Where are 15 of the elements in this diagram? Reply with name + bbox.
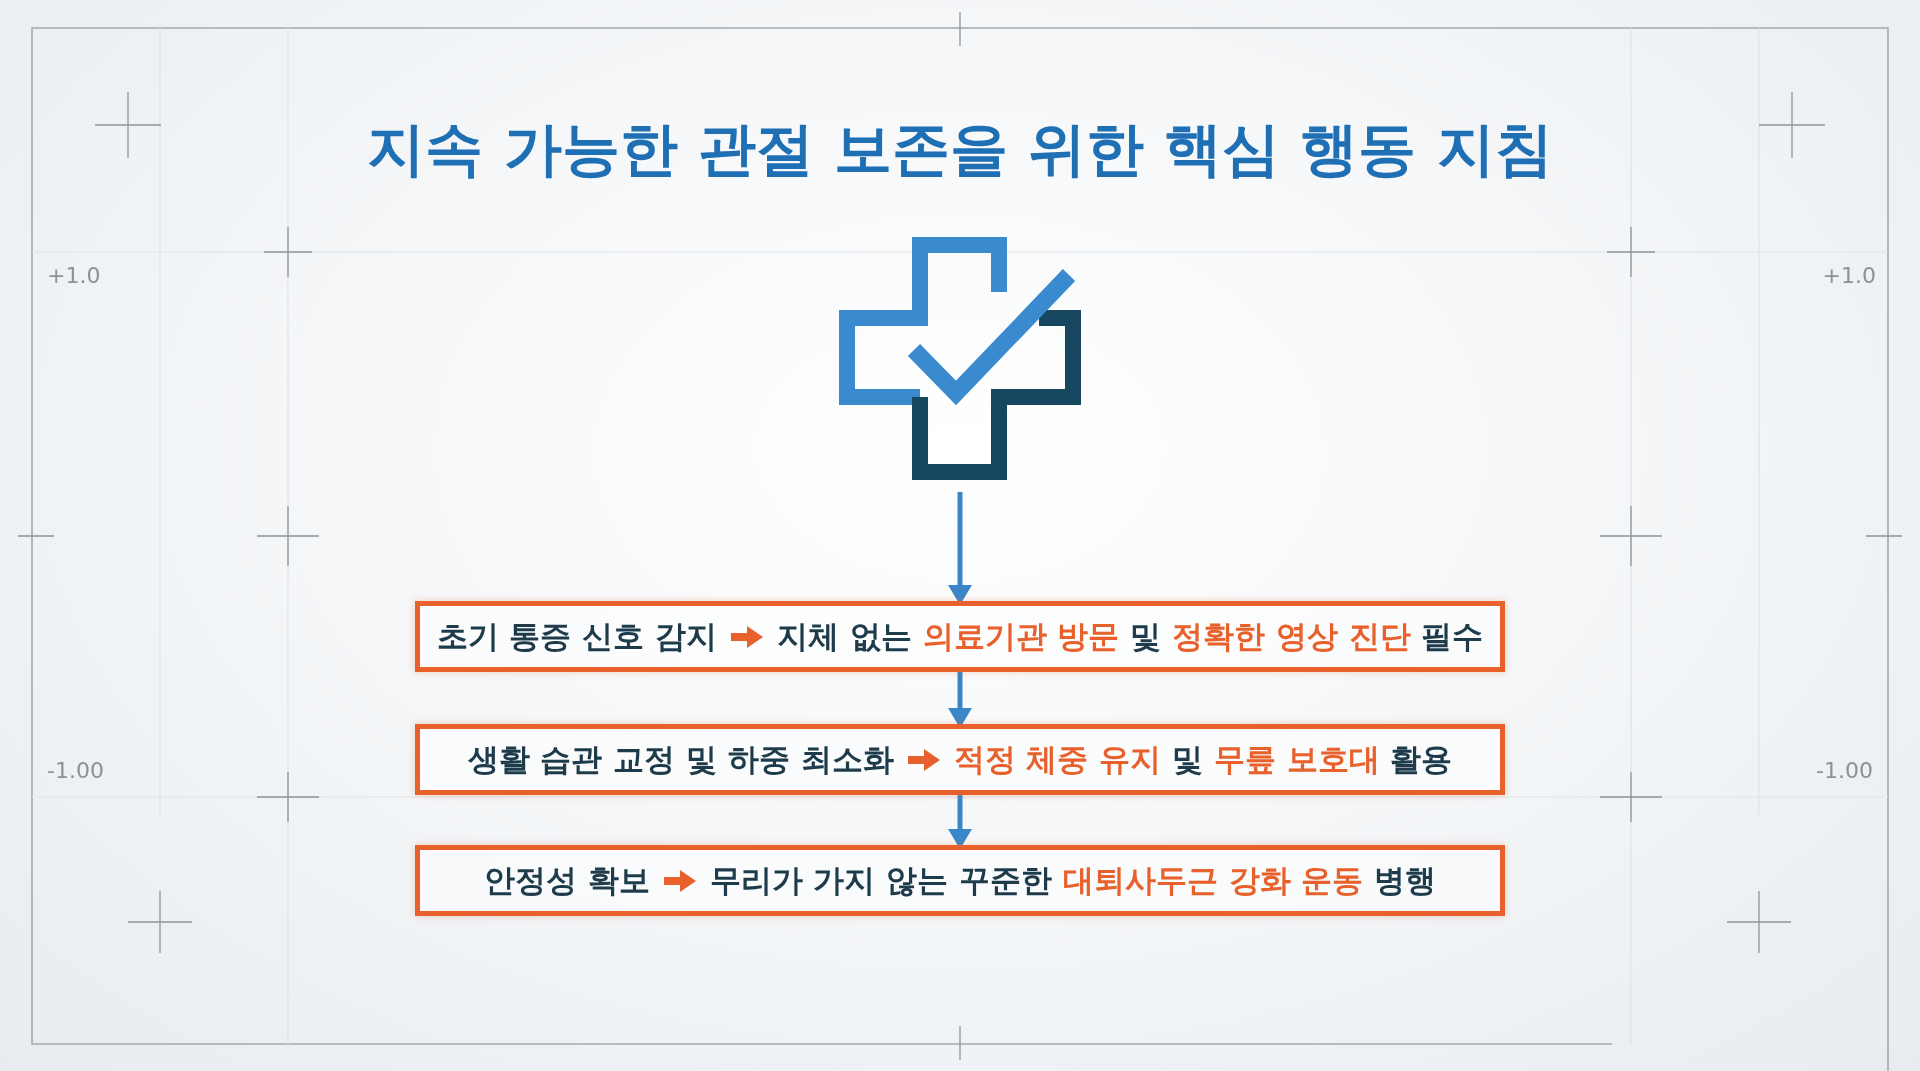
scale-label: -1.00 bbox=[1816, 760, 1873, 782]
step-box bbox=[415, 845, 1505, 916]
step-text: 무리가 가지 않는 꾸준한 대퇴사두근 강화 운동 병행 bbox=[709, 861, 1437, 900]
step-text: 안정성 확보 bbox=[483, 861, 650, 900]
step-text: 지체 없는 의료기관 방문 및 정확한 영상 진단 필수 bbox=[777, 617, 1484, 656]
step-box bbox=[415, 601, 1505, 672]
cross-checkmark-icon bbox=[839, 237, 1081, 480]
step-text: 초기 통증 신호 감지 bbox=[436, 617, 717, 656]
title: 지속 가능한 관절 보존을 위한 핵심 행동 지침 bbox=[367, 116, 1553, 183]
step-text: 생활 습관 교정 및 하중 최소화 bbox=[467, 740, 894, 779]
scale-label: -1.00 bbox=[47, 760, 104, 782]
step-text: 적정 체중 유지 및 무릎 보호대 활용 bbox=[953, 740, 1453, 779]
step-box bbox=[415, 724, 1505, 795]
scale-label: +1.0 bbox=[47, 265, 101, 287]
scale-label: +1.0 bbox=[1822, 265, 1876, 287]
